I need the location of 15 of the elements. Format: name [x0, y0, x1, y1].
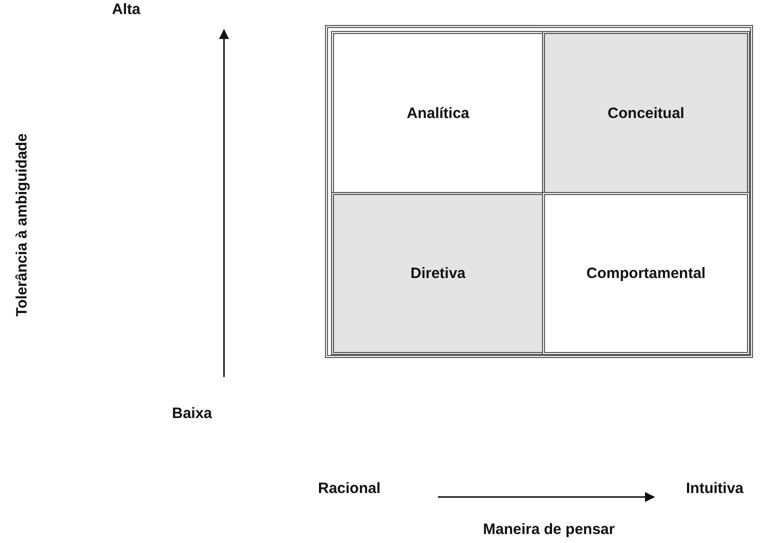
axis-label: Intuitiva: [686, 480, 744, 497]
axis-label: Alta: [112, 1, 140, 18]
cell-label: Conceitual: [608, 104, 684, 122]
matrix-frame: [325, 25, 753, 358]
matrix-cell: [331, 192, 545, 355]
axis-title: Maneira de pensar: [483, 521, 615, 538]
cell-label: Diretiva: [410, 265, 466, 282]
axis-title: Tolerância à ambiguidade: [14, 133, 30, 317]
matrix-cell: [542, 31, 750, 195]
cell-label: Analítica: [406, 104, 470, 122]
axis-label: Racional: [318, 480, 381, 497]
axis-label: Baixa: [172, 405, 212, 422]
matrix-cell: [542, 192, 750, 355]
cell-label: Comportamental: [586, 265, 706, 282]
matrix-cell: [331, 31, 545, 195]
